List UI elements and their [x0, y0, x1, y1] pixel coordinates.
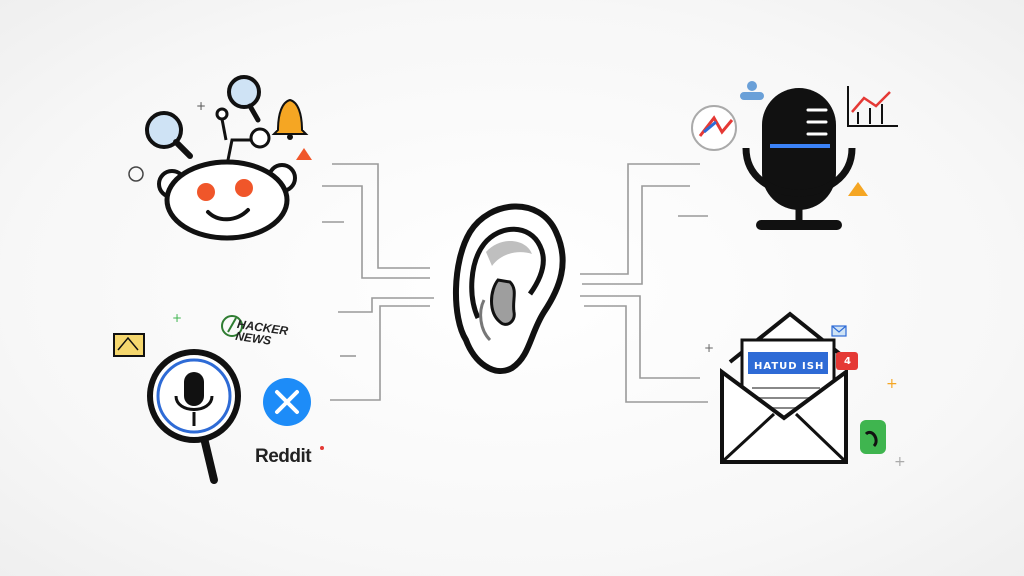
microphone-cluster [691, 81, 898, 230]
hacker-news-logo-icon [221, 315, 243, 337]
notification-badge [836, 352, 858, 370]
microphone-icon [742, 88, 856, 230]
mail-small-icon [831, 325, 847, 337]
warning-triangle-icon [296, 148, 312, 160]
magnifier-microphone-icon [147, 349, 241, 484]
connector-left-4 [338, 297, 434, 313]
chat-bubble-icon [860, 420, 886, 454]
small-clock-icon [128, 166, 144, 182]
ear-icon [452, 203, 566, 375]
reddit-antenna [215, 107, 271, 171]
email-badge-count: 4 [844, 356, 851, 367]
connector-left-5 [330, 305, 430, 401]
x-close-icon [263, 378, 311, 426]
connector-right-4 [580, 295, 700, 379]
reddit-cluster: + [128, 75, 312, 241]
warning-triangle-icon [848, 182, 868, 196]
connector-left-2 [322, 185, 430, 279]
envelope-cluster: + + + [704, 311, 906, 470]
magnifier-icon [145, 111, 193, 159]
sparkle-icon: + [704, 341, 714, 355]
reddit-dot-icon [320, 446, 324, 450]
bell-icon [271, 98, 309, 140]
connector-right-5 [584, 305, 708, 403]
person-icon [740, 81, 764, 100]
sparkle-icon: + [886, 376, 898, 392]
connector-lines [322, 163, 708, 403]
sparkle-icon: + [894, 454, 906, 470]
reddit-alien-icon [157, 159, 297, 241]
email-banner-text: HATUD ISH [754, 361, 825, 372]
ticket-icon [113, 333, 145, 357]
connector-right-2 [582, 185, 690, 285]
compass-icon [691, 105, 737, 151]
sparkle-icon: + [172, 311, 182, 325]
reddit-label: Reddit [255, 446, 312, 467]
connector-left-1 [332, 163, 430, 269]
chart-icon [847, 86, 898, 127]
envelope-icon [720, 311, 852, 464]
magnifier-icon [227, 75, 261, 123]
connector-right-1 [580, 163, 700, 275]
search-cluster: + [113, 311, 324, 484]
sparkle-icon: + [196, 99, 206, 113]
